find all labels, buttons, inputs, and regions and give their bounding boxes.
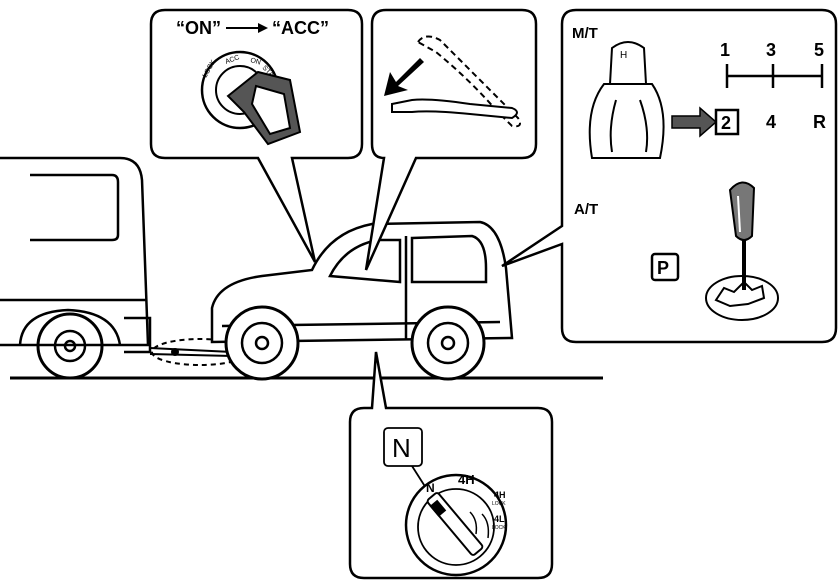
selected-gear-box [714, 108, 740, 136]
auto-park-box [650, 252, 680, 282]
manual-shift-knob: H [588, 41, 665, 159]
towed-vehicle [210, 220, 514, 381]
parking-brake-callout [364, 8, 538, 271]
gear-r: R [813, 112, 826, 132]
manual-gear-arrow [671, 106, 718, 138]
ignition-from-label: “ON” [176, 18, 221, 38]
auto-shifter [705, 181, 779, 321]
transfer-n-box [383, 427, 423, 467]
brake-lever [391, 98, 518, 120]
tow-truck [0, 156, 152, 380]
brake-lever-dashed [416, 35, 521, 128]
transfer-callout: N N 4H 4H LOCK 4L LOCK [348, 351, 554, 580]
auto-label: A/T [574, 201, 598, 218]
manual-label: M/T [572, 25, 598, 42]
ignition-key [226, 70, 302, 146]
gear-4: 4 [766, 112, 776, 132]
gear-3: 3 [766, 40, 776, 60]
ignition-mark-on: ON [249, 57, 261, 66]
svg-text:H: H [620, 50, 627, 61]
auto-park-label: P [657, 258, 669, 278]
transfer-dial-4h: 4H [458, 472, 475, 487]
transfer-dial-n: N [426, 481, 435, 495]
transmission-callout: M/T H 2 1 3 5 4 R A/T [501, 8, 838, 344]
ignition-to-label: “ACC” [272, 18, 329, 38]
transfer-dial-4h-lock: 4H [494, 490, 506, 500]
selected-gear-2: 2 [721, 113, 731, 133]
gear-1: 1 [720, 40, 730, 60]
ignition-mark-acc: ACC [224, 54, 240, 66]
transfer-selected-label: N [392, 433, 411, 463]
transfer-dial-lock-2: LOCK [492, 525, 506, 531]
transfer-dial-lock-1: LOCK [492, 501, 506, 507]
brake-down-arrow [384, 58, 424, 96]
gear-shift-pattern [725, 64, 824, 88]
gear-5: 5 [814, 40, 824, 60]
transfer-dial-4l: 4L [494, 514, 505, 524]
ignition-callout: “ON” “ACC” LOCK ACC ON START [149, 8, 364, 263]
